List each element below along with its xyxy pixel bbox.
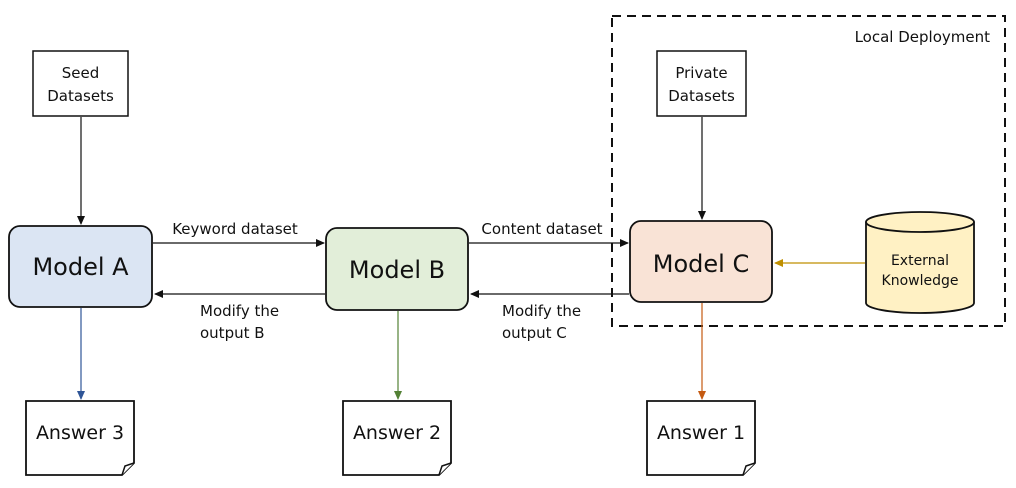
answer-1-label: Answer 1: [657, 422, 745, 444]
answer-3-label: Answer 3: [36, 422, 124, 444]
private-datasets-box: [656, 50, 747, 117]
model-c-box: [629, 220, 773, 303]
external-knowledge-line2: Knowledge: [882, 273, 959, 289]
model-a-label: Model A: [32, 253, 129, 281]
answer-2-document: [342, 400, 452, 476]
edge-label-modify-c-line1: Modify the: [502, 302, 581, 320]
local-deployment-label: Local Deployment: [855, 28, 991, 46]
seed-datasets-line1: Seed: [62, 64, 100, 82]
edge-label-keyword-dataset: Keyword dataset: [172, 220, 298, 238]
seed-datasets-line2: Datasets: [47, 87, 114, 105]
answer-1-document: [646, 400, 756, 476]
edge-label-modify-b-line1: Modify the: [200, 302, 279, 320]
edge-label-modify-c-line2: output C: [502, 324, 567, 342]
model-b-label: Model B: [349, 256, 445, 284]
private-datasets-line1: Private: [675, 64, 727, 82]
seed-datasets-box: [32, 50, 129, 117]
external-knowledge-cylinder: [865, 211, 975, 314]
model-c-label: Model C: [653, 250, 749, 278]
edge-label-content-dataset: Content dataset: [481, 220, 602, 238]
answer-2-label: Answer 2: [353, 422, 441, 444]
edge-label-modify-b-line2: output B: [200, 324, 265, 342]
private-datasets-line2: Datasets: [668, 87, 735, 105]
answer-3-document: [25, 400, 135, 476]
model-b-box: [325, 227, 469, 311]
model-a-box: [8, 225, 153, 308]
local-deployment-region: [611, 15, 1006, 327]
external-knowledge-line1: External: [891, 253, 949, 269]
